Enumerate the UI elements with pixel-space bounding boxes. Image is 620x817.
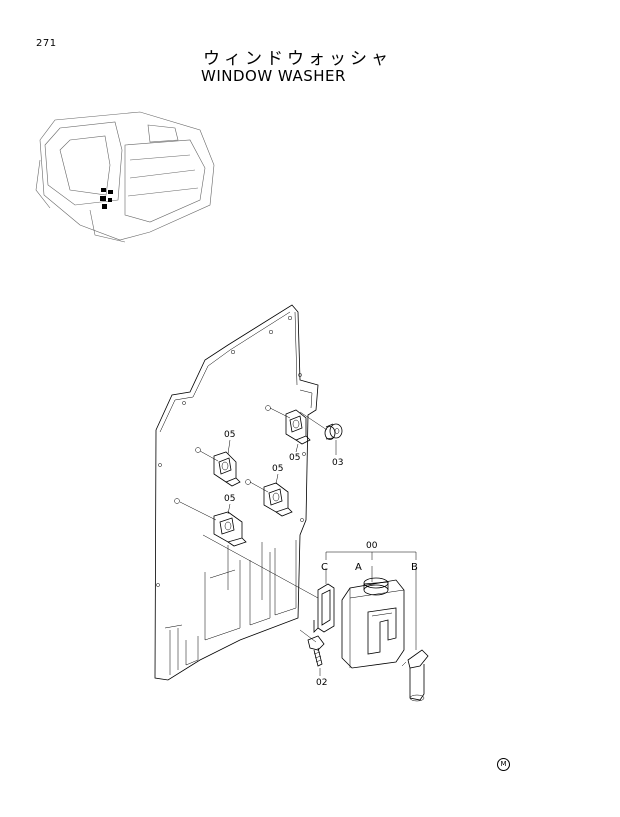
callout-bracket: C bbox=[321, 562, 328, 573]
clip-middle-leader bbox=[275, 473, 279, 485]
clip-upper-part bbox=[265, 405, 311, 445]
callout-clip-lower: 05 bbox=[224, 494, 235, 504]
bracket-part bbox=[313, 568, 335, 633]
model-mark-badge: M bbox=[497, 758, 510, 771]
callout-pump: B bbox=[411, 562, 418, 573]
page-number: 271 bbox=[36, 38, 57, 49]
callout-assembly: 00 bbox=[366, 541, 378, 551]
excavator-locator-thumbnail bbox=[35, 111, 215, 243]
callout-clip-middle: 05 bbox=[272, 464, 283, 474]
callout-grommet: 03 bbox=[332, 458, 343, 468]
mounting-panel bbox=[154, 304, 319, 681]
grommet-part bbox=[299, 411, 343, 440]
clip-lower-part bbox=[174, 498, 319, 599]
bolt-part bbox=[299, 629, 325, 676]
callout-clip-left: 05 bbox=[224, 430, 235, 440]
callout-tank: A bbox=[355, 562, 362, 573]
callout-clip-upper: 05 bbox=[289, 453, 300, 463]
clip-left-part bbox=[195, 447, 241, 487]
callout-bolt: 02 bbox=[316, 678, 327, 688]
clip-left-leader bbox=[227, 439, 231, 455]
clip-lower-leader bbox=[227, 503, 231, 515]
title-english: WINDOW WASHER bbox=[201, 67, 346, 85]
washer-tank-part bbox=[341, 566, 405, 669]
washer-pump-part bbox=[401, 568, 429, 702]
clip-middle-part bbox=[245, 479, 293, 517]
clip-upper-leader bbox=[295, 443, 299, 453]
title-japanese: ウィンドウォッシャ bbox=[203, 49, 392, 69]
